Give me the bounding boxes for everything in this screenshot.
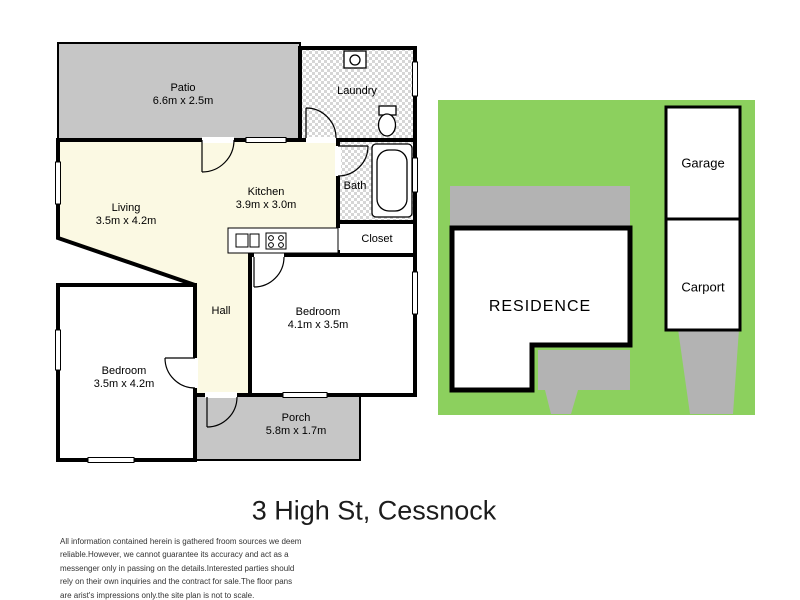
site-plan — [438, 100, 755, 415]
window — [412, 157, 418, 193]
patio-area — [57, 42, 301, 141]
stove-burner — [278, 235, 284, 241]
living-label: Living — [111, 202, 141, 214]
door-gap — [192, 358, 198, 388]
window — [412, 271, 418, 315]
bath-label: Bath — [343, 180, 367, 192]
bedroom-right-dims: 4.1m x 3.5m — [287, 319, 349, 331]
laundry-label: Laundry — [337, 85, 377, 97]
porch-label: Porch — [281, 412, 311, 424]
windows — [55, 61, 418, 463]
bathtub-inner — [376, 149, 408, 212]
door-gap — [254, 252, 284, 258]
patio-label: Patio — [170, 82, 196, 94]
door-gap — [335, 146, 341, 176]
door-arc — [164, 357, 196, 389]
fixtures — [227, 50, 413, 254]
door-arc — [305, 107, 337, 139]
kitchen-sink-icon — [249, 233, 260, 248]
door-gap — [202, 137, 234, 143]
page-title: 3 High St, Cessnock — [251, 495, 497, 526]
closet-area — [336, 220, 417, 257]
door-gap — [306, 137, 336, 143]
laundry-sink-icon — [343, 50, 367, 69]
disclaimer-line: reliable.However, we cannot guarantee it… — [60, 550, 289, 560]
disclaimer-line: All information contained herein is gath… — [60, 537, 302, 546]
stove-burner — [268, 242, 274, 248]
disclaimer: All information contained herein is gath… — [60, 535, 301, 600]
bedroom-left-label: Bedroom — [101, 365, 147, 377]
hall-label: Hall — [211, 305, 231, 317]
porch-dims: 5.8m x 1.7m — [265, 425, 327, 437]
paving-below-residence — [538, 350, 630, 390]
window — [245, 137, 287, 143]
door-gap — [205, 392, 237, 398]
disclaimer-line: are arist's impressions only.the site pl… — [60, 590, 255, 600]
toilet-bowl-icon — [377, 113, 397, 137]
door-arc — [253, 256, 285, 288]
disclaimer-line: rely on their own inquiries and the cont… — [60, 577, 293, 587]
paving-above-residence — [450, 186, 630, 228]
closet-label: Closet — [361, 233, 393, 245]
kitchen-label: Kitchen — [247, 186, 285, 198]
paving-path — [545, 390, 578, 414]
patio-dims: 6.6m x 2.5m — [152, 95, 214, 107]
door-arc — [206, 396, 238, 428]
residence-outline — [449, 225, 633, 393]
driveway — [678, 329, 739, 414]
bedroom-right-area — [248, 253, 417, 397]
window — [282, 392, 328, 398]
door-arcs — [164, 107, 369, 428]
window — [412, 61, 418, 97]
window — [87, 457, 135, 463]
living-dims: 3.5m x 4.2m — [95, 215, 157, 227]
residence-label: RESIDENCE — [488, 298, 592, 315]
stove-icon — [265, 232, 287, 250]
window — [55, 161, 61, 205]
door-arc — [201, 139, 235, 173]
carport-label: Carport — [681, 279, 725, 295]
porch-area — [194, 394, 361, 461]
window — [55, 329, 61, 371]
kitchen-sink-icon — [235, 233, 249, 248]
stove-burner — [268, 235, 274, 241]
garage-label: Garage — [681, 155, 725, 171]
floor-plan — [55, 42, 418, 463]
bedroom-right-label: Bedroom — [295, 306, 341, 318]
door-arc — [337, 145, 369, 177]
bedroom-left-dims: 3.5m x 4.2m — [93, 378, 155, 390]
laundry-sink-basin — [349, 54, 361, 66]
kitchen-dims: 3.9m x 3.0m — [235, 199, 297, 211]
stove-burner — [278, 242, 284, 248]
disclaimer-line: messenger only in passing on the details… — [60, 563, 295, 573]
bathtub-icon — [371, 143, 413, 218]
